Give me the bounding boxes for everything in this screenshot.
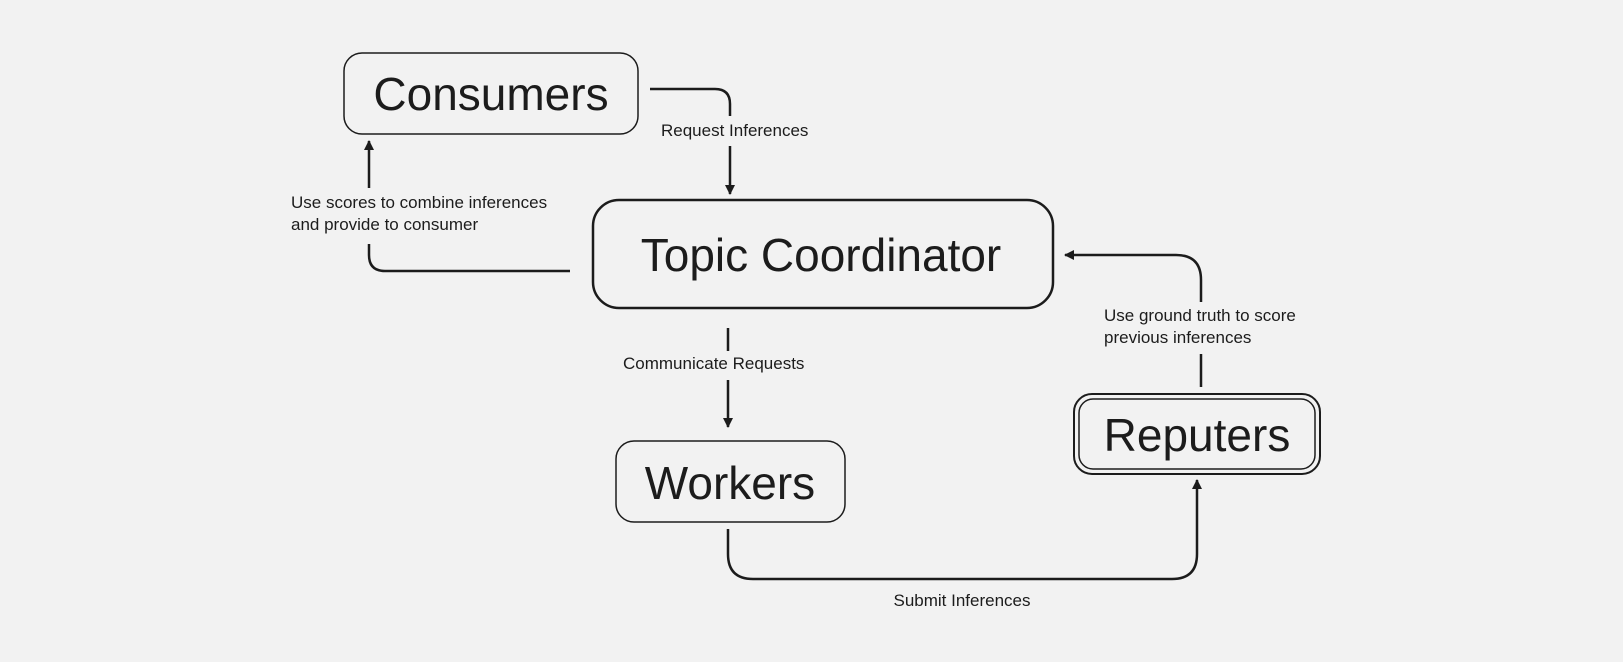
edge-communicate-requests: Communicate Requests bbox=[623, 328, 804, 428]
node-reputers-inner-box bbox=[1078, 398, 1316, 470]
edge-combine-inferences-label-line2: and provide to consumer bbox=[291, 215, 478, 234]
edge-combine-inferences-line bbox=[367, 244, 570, 273]
edge-request-inferences: Request Inferences bbox=[650, 87, 808, 195]
edge-submit-inferences-line bbox=[726, 479, 1202, 581]
edge-submit-inferences: Submit Inferences bbox=[726, 479, 1202, 610]
edge-request-inferences-line bbox=[650, 87, 732, 116]
edge-ground-truth-arrow bbox=[1064, 250, 1203, 302]
node-consumers-label: Consumers bbox=[373, 68, 608, 120]
node-consumers: Consumers bbox=[343, 52, 639, 135]
node-topic-coordinator-label: Topic Coordinator bbox=[641, 229, 1002, 281]
node-workers-box bbox=[615, 440, 846, 523]
node-reputers-label: Reputers bbox=[1104, 409, 1291, 461]
node-workers-label: Workers bbox=[645, 457, 815, 509]
edge-submit-inferences-label: Submit Inferences bbox=[893, 591, 1030, 610]
edge-ground-truth-label-line1: Use ground truth to score bbox=[1104, 306, 1296, 325]
node-workers: Workers bbox=[615, 440, 846, 523]
edge-communicate-requests-label: Communicate Requests bbox=[623, 354, 804, 373]
node-consumers-box bbox=[343, 52, 639, 135]
node-topic-coordinator: Topic Coordinator bbox=[591, 198, 1055, 310]
edge-ground-truth-label-line2: previous inferences bbox=[1104, 328, 1251, 347]
edge-request-inferences-label: Request Inferences bbox=[661, 121, 808, 140]
node-reputers-outer-box bbox=[1073, 393, 1321, 475]
node-reputers: Reputers bbox=[1073, 393, 1321, 475]
edge-combine-inferences: Use scores to combine inferences and pro… bbox=[291, 140, 570, 273]
edge-combine-inferences-label-line1: Use scores to combine inferences bbox=[291, 193, 547, 212]
edge-ground-truth: Use ground truth to score previous infer… bbox=[1064, 250, 1296, 387]
node-topic-coordinator-box bbox=[591, 198, 1055, 310]
